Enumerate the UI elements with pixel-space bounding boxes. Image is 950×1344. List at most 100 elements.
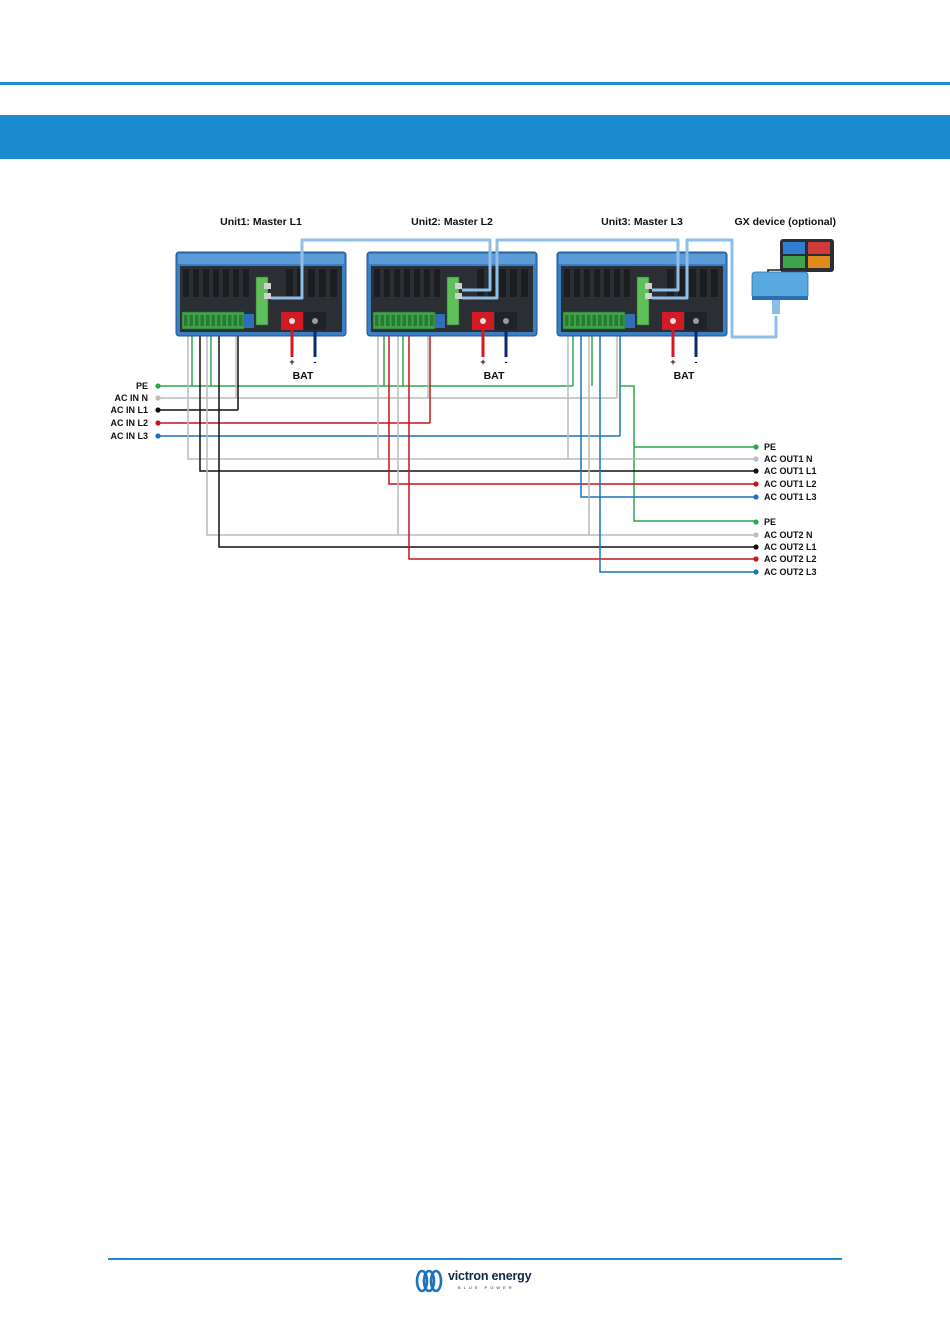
terminal-screw — [223, 315, 227, 326]
gx-screen-tile — [808, 256, 830, 268]
terminal-screw — [190, 315, 194, 326]
ac-out1-dot — [753, 494, 758, 499]
unit-fin — [604, 269, 610, 297]
terminal-screw — [408, 315, 412, 326]
ac-in-label: PE — [136, 381, 148, 391]
unit-title: Unit3: Master L3 — [601, 216, 683, 228]
bolt — [289, 318, 295, 324]
bolt — [503, 318, 509, 324]
terminal-screw — [397, 315, 401, 326]
unit-fin — [521, 269, 528, 297]
unit-fin — [193, 269, 199, 297]
battery-plus-sign: + — [289, 357, 294, 367]
ac-out2-label: AC OUT2 N — [764, 530, 813, 540]
terminal-screw — [571, 315, 575, 326]
unit-fin — [510, 269, 517, 297]
terminal-screw — [430, 315, 434, 326]
pe-out2-wire — [620, 386, 755, 521]
victron-logo-icon — [414, 1268, 448, 1294]
ac-in-dot — [155, 407, 160, 412]
gx-screen-tile — [783, 242, 805, 254]
battery-minus-sign: - — [314, 357, 317, 367]
bolt — [480, 318, 486, 324]
terminal-screw — [615, 315, 619, 326]
unit-fin — [711, 269, 718, 297]
terminal-screw — [620, 315, 624, 326]
vebus-port-2 — [264, 293, 271, 299]
unit-fin — [374, 269, 380, 297]
ac-out1-label: PE — [764, 442, 776, 452]
terminal-screw — [582, 315, 586, 326]
battery-label: BAT — [293, 370, 314, 382]
unit-fin — [414, 269, 420, 297]
vebus-port-1 — [264, 283, 271, 289]
gx-device-body — [752, 272, 808, 298]
ac-out2-label: AC OUT2 L2 — [764, 554, 817, 564]
terminal-screw — [239, 315, 243, 326]
ac-in-label: AC IN L2 — [110, 418, 148, 428]
terminal-screw — [234, 315, 238, 326]
aux-terminal — [435, 314, 445, 328]
ac-out1-n-wire — [188, 335, 755, 459]
unit-fin — [203, 269, 209, 297]
unit-fin — [564, 269, 570, 297]
ac-out1-dot — [753, 481, 758, 486]
terminal-screw — [392, 315, 396, 326]
unit-fin — [223, 269, 229, 297]
unit-fin — [499, 269, 506, 297]
battery-plus-sign: + — [670, 357, 675, 367]
unit-fin — [700, 269, 707, 297]
ac-out2-label: PE — [764, 517, 776, 527]
ac-out2-dot — [753, 556, 758, 561]
battery-minus-sign: - — [695, 357, 698, 367]
ac-in-label: AC IN N — [115, 393, 149, 403]
unit-top-edge — [559, 254, 725, 264]
terminal-screw — [228, 315, 232, 326]
unit-fin — [213, 269, 219, 297]
battery-minus-sign: - — [505, 357, 508, 367]
battery-plus-sign: + — [480, 357, 485, 367]
unit-fin — [424, 269, 430, 297]
victron-logo: victron energy BLUE POWER — [414, 1268, 554, 1298]
gx-screen-tile — [808, 242, 830, 254]
bolt — [312, 318, 318, 324]
unit-fin — [243, 269, 249, 297]
terminal-screw — [593, 315, 597, 326]
unit-fin — [689, 269, 696, 297]
unit-fin — [319, 269, 326, 297]
unit-fin — [624, 269, 630, 297]
unit-fin — [477, 269, 484, 297]
terminal-screw — [419, 315, 423, 326]
vebus-port-1 — [645, 283, 652, 289]
gx-device: GX device (optional) — [734, 216, 836, 314]
brand-tagline: BLUE POWER — [458, 1285, 515, 1290]
ac-in-dot — [155, 395, 160, 400]
ac-out1-label: AC OUT1 L3 — [764, 492, 817, 502]
unit-fin — [434, 269, 440, 297]
terminal-screw — [414, 315, 418, 326]
unit-title: Unit1: Master L1 — [220, 216, 302, 228]
unit-fin — [286, 269, 293, 297]
unit-fin — [404, 269, 410, 297]
bolt — [693, 318, 699, 324]
bolt — [670, 318, 676, 324]
ac-out2-label: AC OUT2 L1 — [764, 542, 817, 552]
terminal-screw — [403, 315, 407, 326]
terminal-screw — [609, 315, 613, 326]
unit-fin — [584, 269, 590, 297]
ac-out1-label: AC OUT1 L1 — [764, 466, 817, 476]
ac-out1-label: AC OUT1 N — [764, 454, 813, 464]
terminal-screw — [206, 315, 210, 326]
ac-out1-dot — [753, 468, 758, 473]
ac-out2-dot — [753, 519, 758, 524]
ac-in-dot — [155, 433, 160, 438]
battery-label: BAT — [674, 370, 695, 382]
terminal-screw — [587, 315, 591, 326]
gx-title: GX device (optional) — [734, 216, 836, 228]
ac-in-dot — [155, 420, 160, 425]
terminal-screw — [201, 315, 205, 326]
terminal-screw — [576, 315, 580, 326]
ac-in-label: AC IN L3 — [110, 431, 148, 441]
ac-out1-label: AC OUT1 L2 — [764, 479, 817, 489]
